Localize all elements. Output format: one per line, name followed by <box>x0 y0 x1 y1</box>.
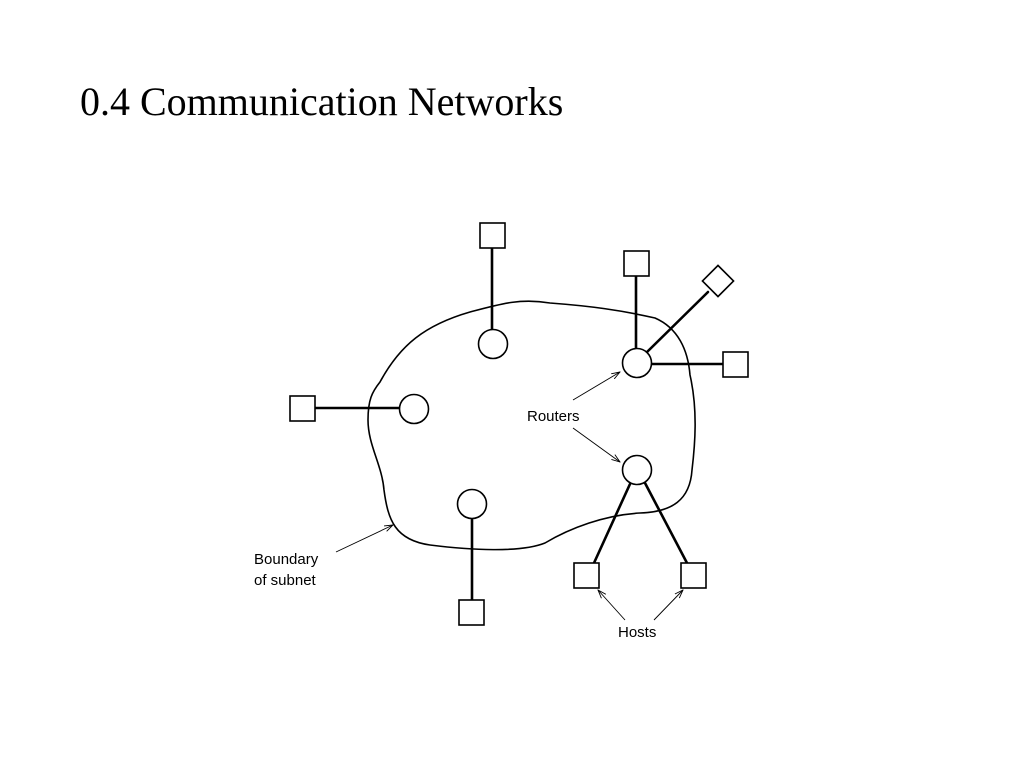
host-northeast-right <box>722 351 749 378</box>
hosts-label: Hosts <box>618 624 656 641</box>
routers-label: Routers <box>527 408 580 425</box>
routers-arrow-down <box>572 427 620 462</box>
slide-title: 0.4 Communication Networks <box>80 79 564 124</box>
host-bottom <box>458 599 485 626</box>
hosts-arrow-left <box>598 590 626 621</box>
boundary-label-line1: Boundary <box>254 551 319 568</box>
host-southeast-left <box>573 562 600 589</box>
host-top <box>479 222 506 249</box>
host-northeast-diamond <box>701 264 735 298</box>
boundary-arrow <box>335 525 393 553</box>
hosts-arrow-right <box>653 590 683 621</box>
router-top <box>477 328 509 360</box>
subnet-boundary <box>367 300 696 551</box>
router-left <box>398 393 430 425</box>
router-northeast <box>621 347 653 379</box>
host-left <box>289 395 316 422</box>
link-se-right <box>643 481 689 565</box>
router-bottom <box>456 488 488 520</box>
boundary-label-line2: of subnet <box>254 572 317 589</box>
link-ne-diagonal <box>644 290 710 355</box>
host-northeast-top <box>623 250 650 277</box>
routers-arrow-up <box>572 372 620 401</box>
router-southeast <box>621 454 653 486</box>
host-southeast-right <box>680 562 707 589</box>
link-se-left <box>592 482 632 565</box>
